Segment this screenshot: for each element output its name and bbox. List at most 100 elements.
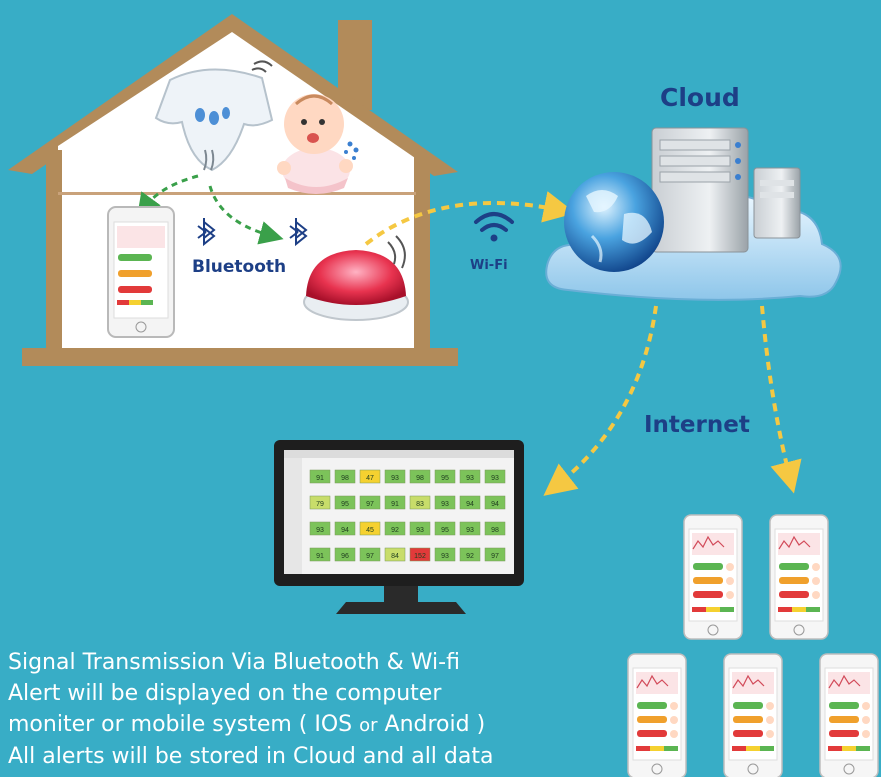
server-icon <box>651 127 801 253</box>
monitor-cell-value: 98 <box>341 475 349 482</box>
monitor-cell-value: 98 <box>416 475 424 482</box>
monitor-cell-value: 92 <box>391 527 399 534</box>
monitor-cell: 93 <box>309 521 331 536</box>
monitor-cell: 93 <box>434 495 456 510</box>
monitor-cell: 92 <box>459 547 481 562</box>
monitor-cell-value: 93 <box>441 553 449 560</box>
smartphone-icon <box>819 653 879 777</box>
description-text: Signal Transmission Via Bluetooth & Wi-f… <box>8 647 608 772</box>
monitor-cell: 98 <box>409 469 431 484</box>
globe-icon <box>564 172 664 272</box>
monitor-cell: 93 <box>459 521 481 536</box>
monitor-cell: 94 <box>459 495 481 510</box>
bluetooth-label: Bluetooth <box>192 257 287 277</box>
monitor-cell-value: 47 <box>366 475 374 482</box>
monitor-cell: 93 <box>459 469 481 484</box>
monitor-cell-value: 94 <box>466 501 474 508</box>
cloud-label: Cloud <box>660 83 740 112</box>
sensor-hub-icon <box>303 235 409 321</box>
monitor-cell-value: 98 <box>491 527 499 534</box>
description-line-3-a: moniter or mobile system ( IOS <box>8 712 360 737</box>
monitor-cell-value: 93 <box>466 475 474 482</box>
wifi-label: Wi-Fi <box>470 258 508 273</box>
yellow-arrow-to-cloud <box>364 191 576 246</box>
monitor-cell: 47 <box>359 469 381 484</box>
wifi-icon <box>474 212 514 242</box>
monitor-cell-value: 97 <box>366 501 374 508</box>
monitor-cell-value: 91 <box>316 553 324 560</box>
green-arrow-to-phone <box>136 174 199 218</box>
diaper-icon <box>154 60 274 172</box>
house-base <box>22 348 458 366</box>
monitor-cell: 96 <box>334 547 356 562</box>
monitor-cell: 98 <box>334 469 356 484</box>
monitor-cell: 45 <box>359 521 381 536</box>
monitor-cell-value: 93 <box>491 475 499 482</box>
description-line-3-b: or <box>359 715 378 736</box>
description-line-2: Alert will be displayed on the computer <box>8 681 442 706</box>
monitor-cell: 94 <box>334 521 356 536</box>
monitor-cell: 97 <box>359 495 381 510</box>
monitor-cell: 93 <box>409 521 431 536</box>
monitor-cell-value: 93 <box>391 475 399 482</box>
monitor-grid: 91 98 47 93 98 95 93 93 79 95 97 91 83 93 94 94 93 94 45 92… <box>309 469 506 562</box>
monitor-cell: 93 <box>434 547 456 562</box>
description-line-3-c: Android ) <box>377 712 486 737</box>
monitor-cell: 97 <box>359 547 381 562</box>
house-wall-left <box>46 150 62 360</box>
green-arrow-to-hub <box>208 185 284 245</box>
monitor-cell-value: 79 <box>316 501 324 508</box>
smartphone-icon <box>769 514 829 640</box>
monitor-cell: 95 <box>434 521 456 536</box>
monitor-cell: 97 <box>484 547 506 562</box>
monitor-cell-value: 95 <box>441 527 449 534</box>
monitor-cell-value: 93 <box>441 501 449 508</box>
monitor-cell-value: 152 <box>414 553 426 560</box>
monitor-cell: 91 <box>384 495 406 510</box>
smartphone-icon <box>107 206 175 338</box>
monitor-cell: 79 <box>309 495 331 510</box>
monitor-cell-value: 94 <box>341 527 349 534</box>
monitor-cell-value: 94 <box>491 501 499 508</box>
monitor-cell-value: 95 <box>341 501 349 508</box>
bluetooth-icon <box>197 218 216 247</box>
phone-group <box>627 514 879 777</box>
monitor-cell: 93 <box>384 469 406 484</box>
house-wall-right <box>414 156 430 362</box>
monitor-cell-value: 91 <box>316 475 324 482</box>
monitor-cell-value: 97 <box>366 553 374 560</box>
monitor-cell-value: 93 <box>416 527 424 534</box>
monitor-cell-value: 92 <box>466 553 474 560</box>
monitor-cell: 83 <box>409 495 431 510</box>
description-line-3: moniter or mobile system ( IOS or Androi… <box>8 709 608 741</box>
yellow-arrow-to-phones <box>760 305 802 494</box>
monitor-cell-value: 45 <box>366 527 374 534</box>
yellow-arrow-to-monitor <box>543 305 658 496</box>
monitor-cell: 84 <box>384 547 406 562</box>
monitor-cell-value: 91 <box>391 501 399 508</box>
monitor-cell-value: 93 <box>466 527 474 534</box>
monitor-cell-value: 83 <box>416 501 424 508</box>
smartphone-icon <box>683 514 743 640</box>
internet-label: Internet <box>644 412 750 438</box>
monitor-cell-value: 95 <box>441 475 449 482</box>
monitor-cell: 93 <box>484 469 506 484</box>
description-line-1: Signal Transmission Via Bluetooth & Wi-f… <box>8 650 460 675</box>
monitor-cell-value: 84 <box>391 553 399 560</box>
monitor-cell: 91 <box>309 547 331 562</box>
monitor-cell: 92 <box>384 521 406 536</box>
house-floor-line <box>58 192 416 195</box>
monitor-cell-value: 97 <box>491 553 499 560</box>
monitor-cell-value: 96 <box>341 553 349 560</box>
smartphone-icon <box>627 653 687 777</box>
monitor-cell: 98 <box>484 521 506 536</box>
monitor-cell: 94 <box>484 495 506 510</box>
bluetooth-icon <box>289 218 308 247</box>
monitor-cell: 95 <box>334 495 356 510</box>
smartphone-icon <box>723 653 783 777</box>
monitor-cell-value: 93 <box>316 527 324 534</box>
baby-icon <box>277 94 359 194</box>
monitor-cell: 91 <box>309 469 331 484</box>
description-line-4: All alerts will be stored in Cloud and a… <box>8 744 494 769</box>
